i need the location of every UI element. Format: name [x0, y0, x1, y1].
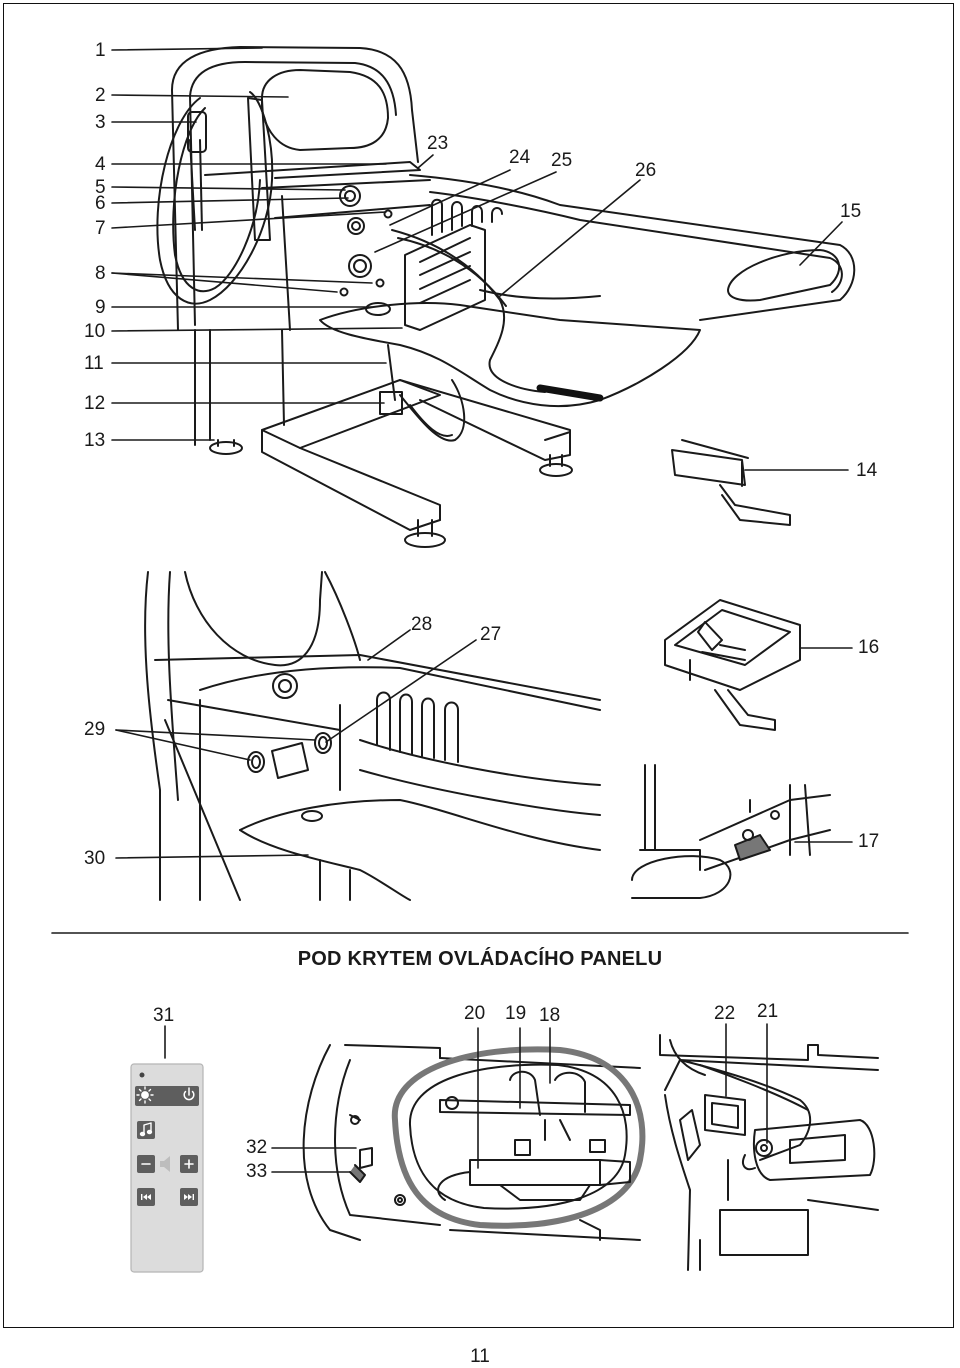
- callout-7: 7: [95, 218, 106, 239]
- page-frame: [3, 3, 954, 1328]
- detail-panel-closeup: [144, 571, 601, 901]
- callout-33: 33: [246, 1161, 268, 1182]
- callout-6: 6: [95, 193, 106, 214]
- callout-5: 5: [95, 177, 106, 198]
- callout-21: 21: [757, 1001, 779, 1022]
- callout-32: 32: [246, 1137, 268, 1158]
- leader-6: [111, 197, 349, 204]
- control-panel-31: [130, 1063, 204, 1273]
- callout-14: 14: [856, 460, 878, 481]
- leader-29a: [115, 729, 251, 761]
- light-power-button: [135, 1086, 199, 1106]
- leader-lines: [111, 47, 853, 1173]
- leader-10: [111, 327, 403, 332]
- callout-8: 8: [95, 263, 106, 284]
- callout-9: 9: [95, 297, 106, 318]
- previous-track-icon: [141, 1194, 151, 1200]
- callout-16: 16: [858, 637, 880, 658]
- main-basin-drawing: [156, 46, 856, 548]
- next-track-icon: [184, 1194, 194, 1200]
- callout-26: 26: [635, 160, 657, 181]
- leader-2: [111, 94, 289, 98]
- callout-10: 10: [84, 321, 106, 342]
- leader-23: [417, 154, 434, 169]
- callout-12: 12: [84, 393, 106, 414]
- leader-26: [499, 179, 641, 297]
- leader-24: [389, 169, 511, 226]
- power-icon: [183, 1087, 195, 1101]
- callout-23: 23: [427, 133, 449, 154]
- music-note-icon: [139, 1122, 153, 1137]
- music-button: [137, 1121, 155, 1139]
- callout-20: 20: [464, 1003, 486, 1024]
- callout-31: 31: [153, 1005, 175, 1026]
- leader-27: [325, 639, 477, 743]
- leader-8b: [111, 272, 338, 293]
- callout-13: 13: [84, 430, 106, 451]
- leader-1: [111, 47, 263, 51]
- detail-16-tray: [664, 599, 801, 731]
- callout-18: 18: [539, 1005, 561, 1026]
- leader-25: [374, 171, 557, 253]
- callout-15: 15: [840, 201, 862, 222]
- leader-7: [111, 211, 387, 229]
- indicator-dot: [139, 1072, 145, 1078]
- callout-4: 4: [95, 154, 106, 175]
- detail-under-panel-right: [659, 1034, 879, 1271]
- leader-5: [111, 186, 346, 191]
- section-title: POD KRYTEM OVLÁDACÍHO PANELU: [297, 948, 663, 970]
- callout-3: 3: [95, 112, 106, 133]
- callout-19: 19: [505, 1003, 527, 1024]
- leader-28: [367, 629, 411, 661]
- leader-29b: [115, 729, 316, 741]
- leader-15: [799, 221, 843, 266]
- callout-2: 2: [95, 85, 106, 106]
- detail-14-bracket: [671, 439, 791, 526]
- callout-22: 22: [714, 1003, 736, 1024]
- leader-8a: [111, 272, 373, 284]
- callout-24: 24: [509, 147, 531, 168]
- callout-27: 27: [480, 624, 502, 645]
- leader-30: [115, 854, 309, 859]
- page-number: 11: [470, 1346, 490, 1367]
- detail-under-panel-center: [302, 1044, 646, 1241]
- light-icon: [136, 1086, 154, 1104]
- callout-30: 30: [84, 848, 106, 869]
- speaker-icon: [160, 1156, 170, 1172]
- detail-17-lever: [631, 764, 831, 899]
- plus-icon: [184, 1159, 194, 1169]
- callout-29: 29: [84, 719, 106, 740]
- callout-28: 28: [411, 614, 433, 635]
- callout-1: 1: [95, 40, 106, 61]
- callout-25: 25: [551, 150, 573, 171]
- callout-17: 17: [858, 831, 880, 852]
- callout-11: 11: [84, 353, 104, 374]
